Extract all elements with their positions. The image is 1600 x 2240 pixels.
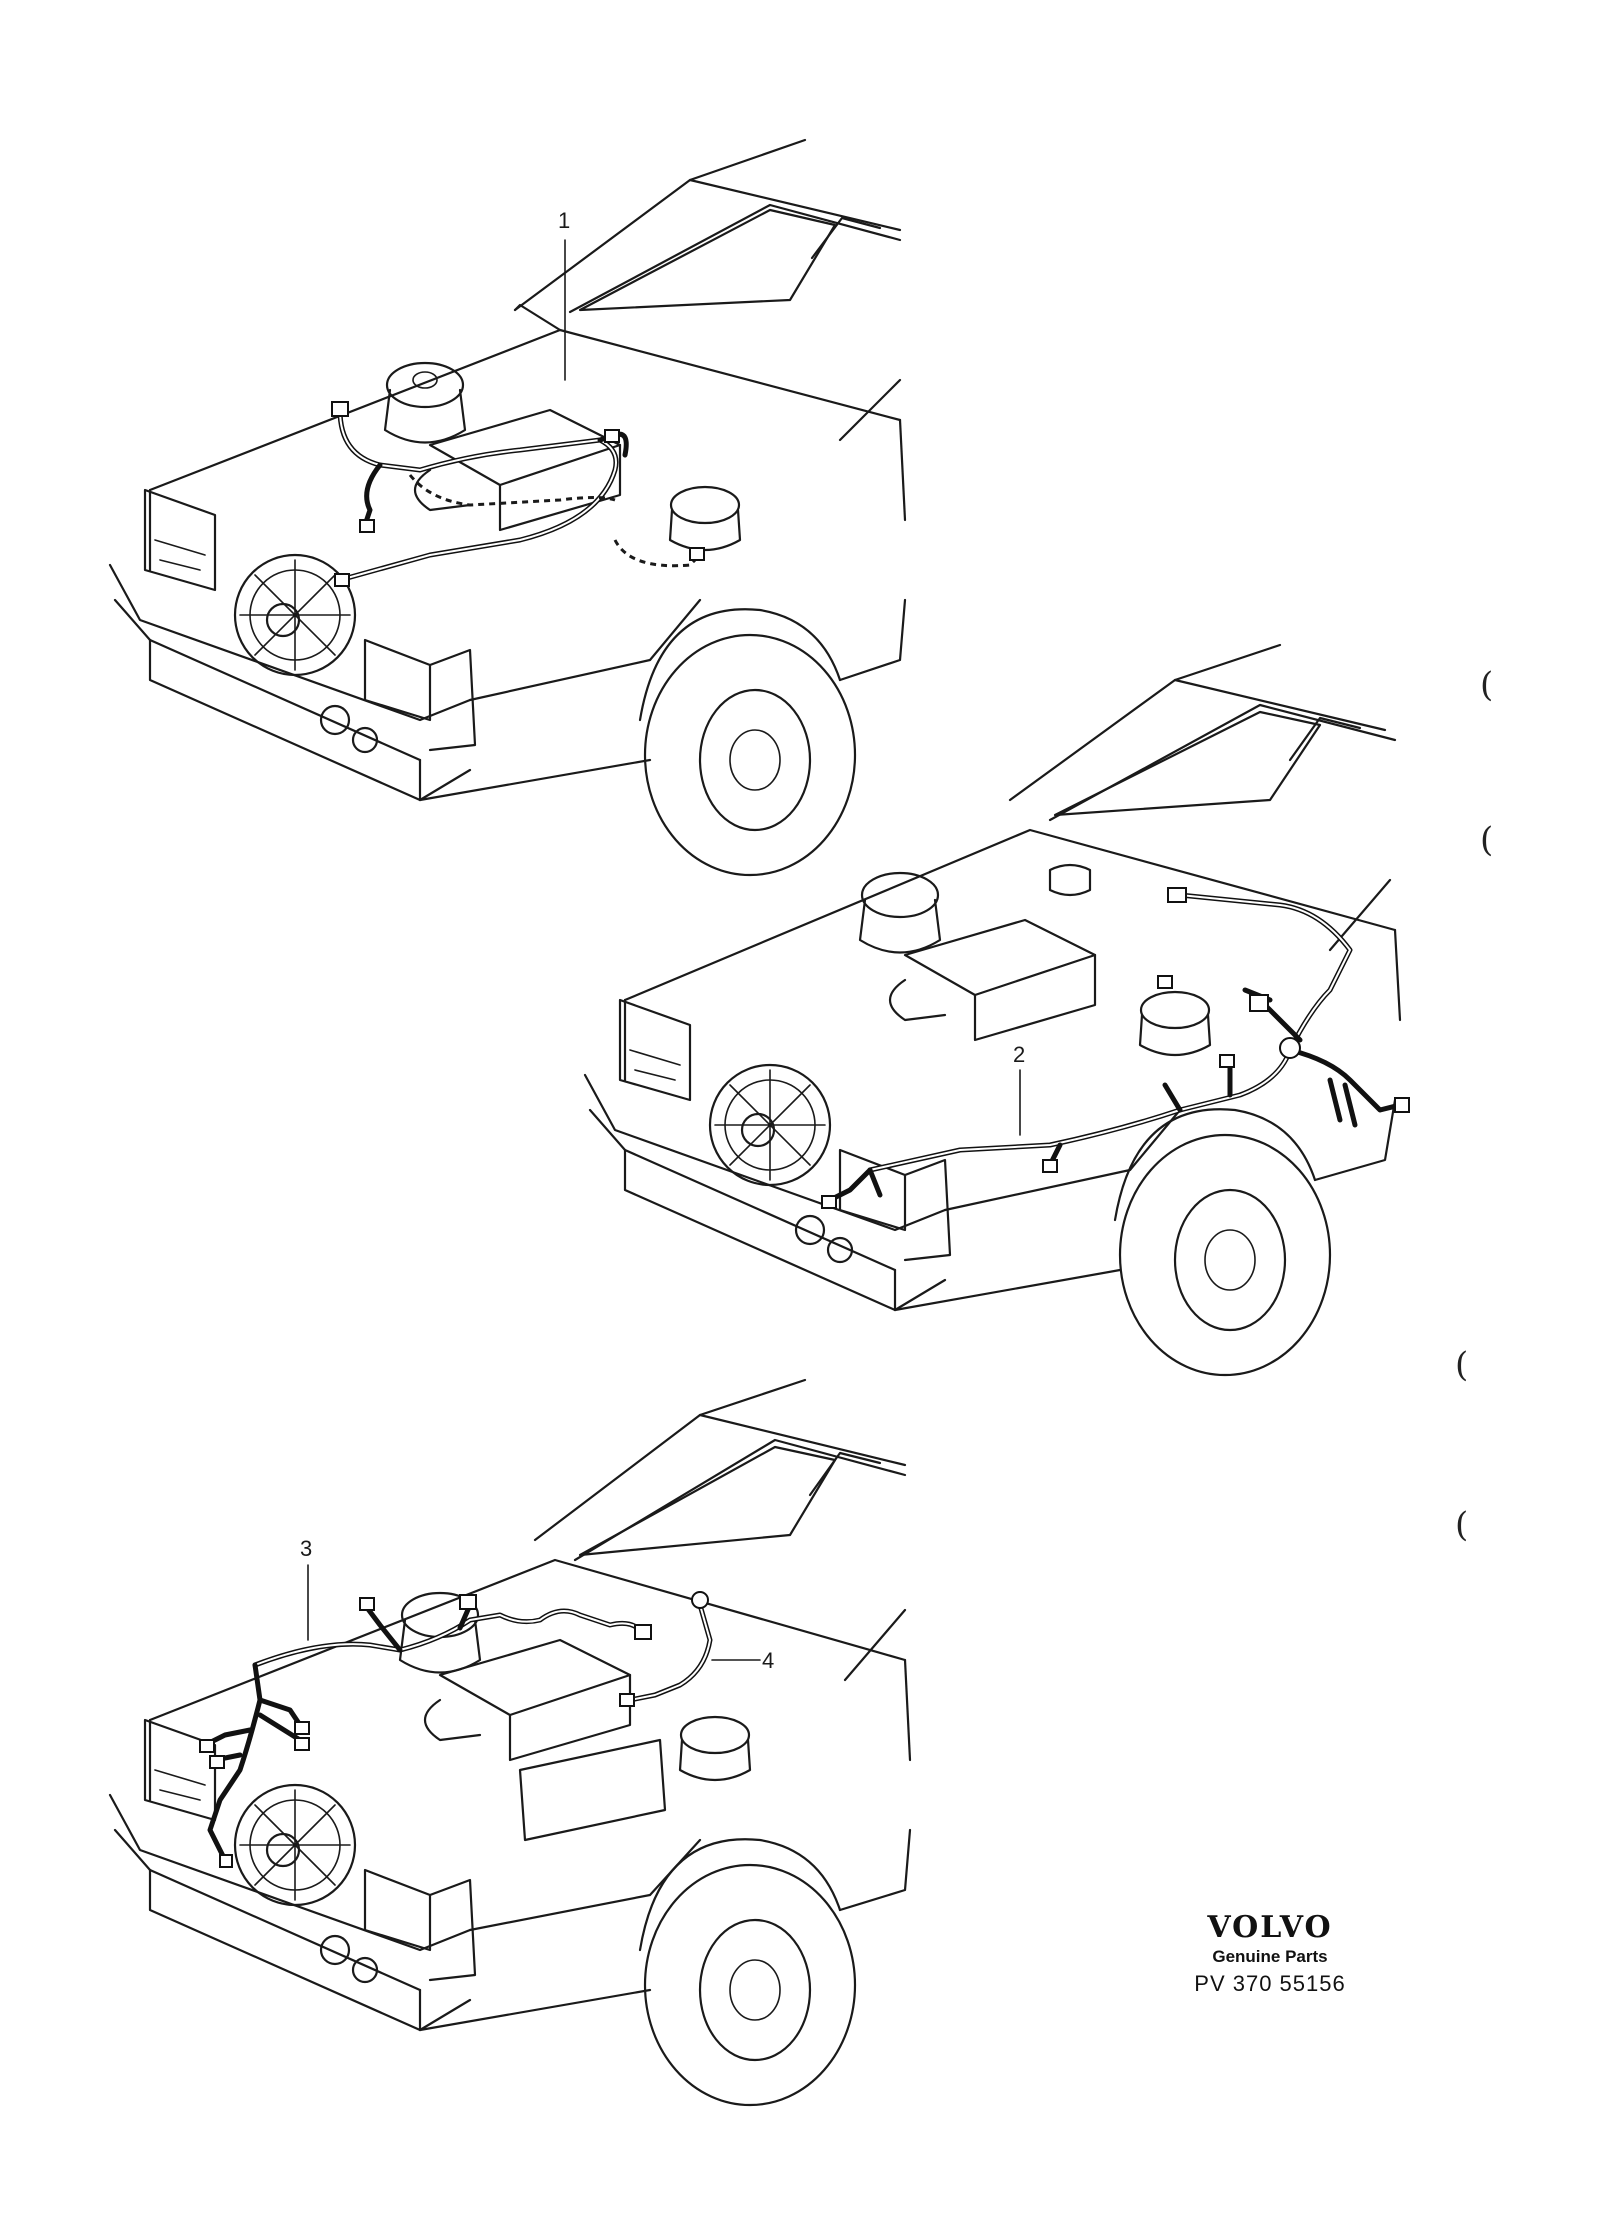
brand-subtitle: Genuine Parts [1212, 1947, 1328, 1966]
callout-1: 1 [558, 208, 570, 233]
ring-terminal-icon [691, 1591, 709, 1609]
brand-block: VOLVO Genuine Parts PV 370 55156 [1160, 1910, 1380, 1997]
connector-icon [1167, 887, 1187, 903]
callout-4: 4 [762, 1648, 774, 1673]
wiring-harness-4 [619, 1591, 713, 1707]
callout-2: 2 [1013, 1042, 1025, 1067]
connector-icon [821, 1195, 837, 1209]
connector-icon [604, 429, 620, 443]
volvo-logo: VOLVO [1207, 1910, 1333, 1945]
connector-icon [334, 573, 350, 587]
connector-icon [1157, 975, 1173, 989]
wiring-harness-1 [331, 401, 705, 587]
connector-icon [1249, 994, 1269, 1012]
margin-mark: ( [1480, 820, 1494, 860]
connector-icon [359, 519, 375, 533]
connector-icon [1219, 1054, 1235, 1068]
connector-icon [331, 401, 349, 417]
connector-icon [294, 1721, 310, 1735]
wiring-harness-2 [821, 887, 1410, 1209]
connector-icon [619, 1693, 635, 1707]
wiring-harness-3 [199, 1594, 652, 1868]
connector-icon [1394, 1097, 1410, 1113]
connector-icon [689, 547, 705, 561]
grommet-icon [1279, 1037, 1301, 1059]
connector-icon [294, 1737, 310, 1751]
part-code: PV 370 55156 [1194, 1971, 1346, 1996]
margin-mark: ( [1480, 665, 1494, 705]
margin-mark: ( [1455, 1505, 1469, 1545]
connector-icon [219, 1854, 233, 1868]
connector-icon [634, 1624, 652, 1640]
car-illustration-3 [108, 1378, 912, 2107]
callout-3: 3 [300, 1536, 312, 1561]
callout-leaders [307, 239, 1021, 1661]
connector-icon [359, 1597, 375, 1611]
car-illustration-2 [583, 643, 1402, 1377]
connector-icon [209, 1755, 225, 1769]
connector-icon [1042, 1159, 1058, 1173]
connector-icon [199, 1739, 215, 1753]
car-illustration-1 [108, 138, 907, 877]
margin-mark: ( [1455, 1345, 1469, 1385]
connector-icon [459, 1594, 477, 1610]
